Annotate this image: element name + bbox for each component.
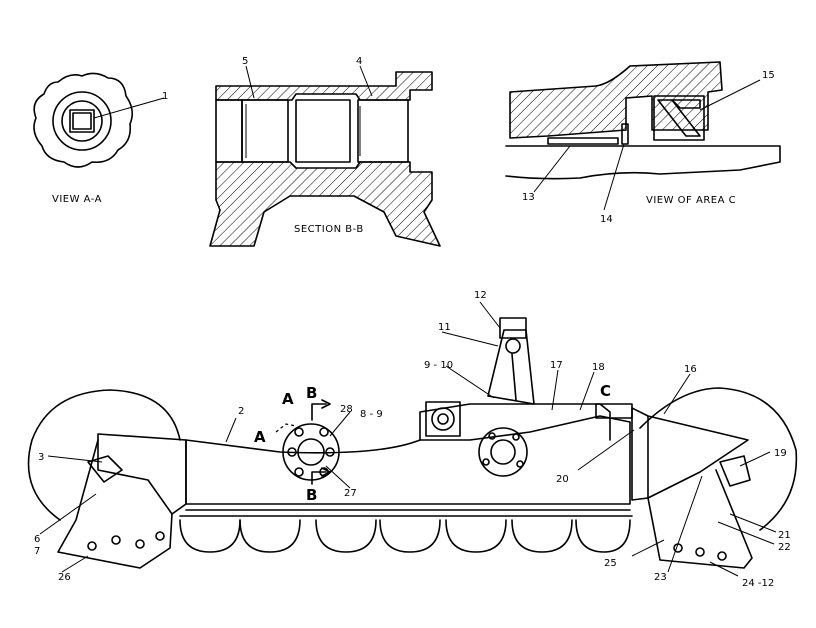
part-label-19: 19 (774, 448, 787, 459)
section-marker-b-upper: B (306, 384, 317, 402)
part-label-1: 1 (162, 91, 168, 102)
section-marker-a-upper: A (282, 390, 294, 408)
part-label-26: 26 (58, 572, 71, 583)
view-area-c-caption: VIEW OF AREA C (646, 195, 736, 206)
part-label-27: 27 (344, 488, 357, 499)
part-label-14: 14 (600, 214, 613, 225)
section-marker-b-lower: B (306, 486, 317, 504)
part-label-4: 4 (356, 56, 362, 67)
part-label-22: 22 (778, 542, 791, 553)
main-assembly (27, 317, 798, 569)
part-label-9-10: 9 - 10 (424, 360, 453, 371)
view-aa-detail (33, 72, 165, 168)
part-label-2: 2 (238, 406, 244, 417)
part-label-7: 7 (34, 546, 40, 557)
view-aa-caption: VIEW A-A (52, 194, 102, 205)
part-label-17: 17 (550, 360, 563, 371)
part-label-18: 18 (592, 362, 605, 373)
leader-lines (39, 301, 777, 577)
view-area-c-detail (505, 61, 781, 211)
part-label-5: 5 (242, 56, 248, 67)
part-label-25: 25 (604, 558, 617, 569)
part-label-13: 13 (522, 192, 535, 203)
section-marker-a-lower: A (254, 428, 266, 446)
part-label-28: 28 (340, 404, 353, 415)
part-label-20: 20 (556, 474, 569, 485)
part-label-24-12: 24 -12 (742, 578, 774, 589)
part-label-3: 3 (38, 452, 44, 463)
section-bb-caption: SECTION B-B (294, 224, 364, 235)
part-label-6: 6 (34, 534, 40, 545)
labels: VIEW A-A SECTION B-B VIEW OF AREA C 1 5 … (34, 56, 791, 589)
part-label-8-9: 8 - 9 (360, 409, 383, 420)
part-label-15: 15 (762, 70, 775, 81)
part-label-21: 21 (778, 530, 791, 541)
part-label-16: 16 (684, 364, 697, 375)
part-label-12-top: 12 (474, 290, 487, 301)
part-label-23: 23 (654, 572, 667, 583)
part-label-11: 11 (438, 322, 451, 333)
section-bb-detail (209, 65, 441, 247)
area-marker-c: C (600, 382, 611, 400)
